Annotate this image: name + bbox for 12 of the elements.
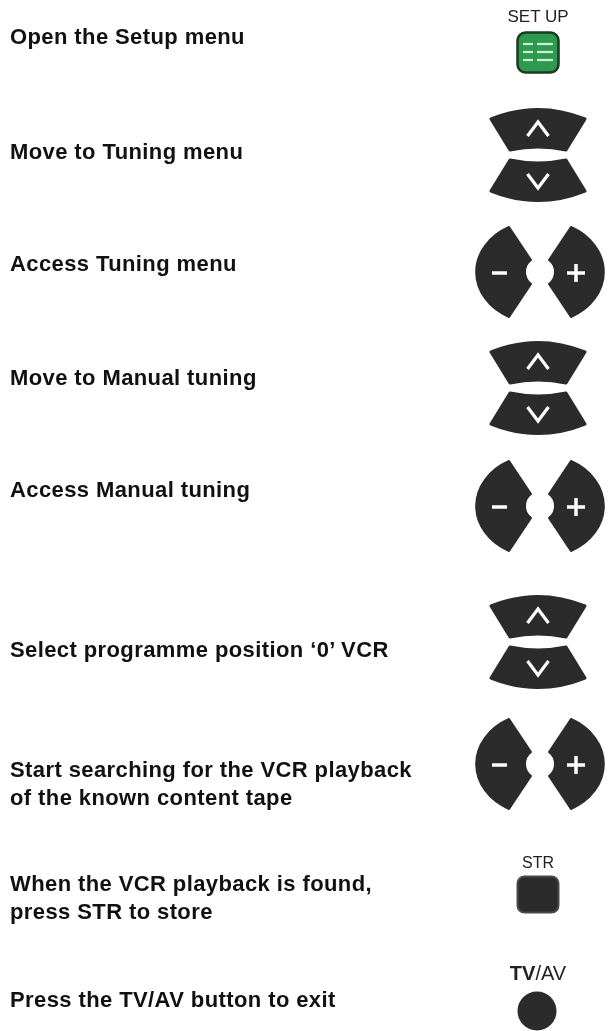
button-caption: STR bbox=[522, 854, 554, 872]
button-caption: TV/AV bbox=[509, 962, 567, 984]
instruction-text: Move to Tuning menu bbox=[10, 138, 244, 166]
instruction-text: Select programme position ‘0’ VCR bbox=[10, 636, 389, 664]
instruction-text: Access Manual tuning bbox=[10, 476, 251, 504]
instruction-text: When the VCR playback is found, press STR to store bbox=[10, 870, 373, 926]
instruction-text: Open the Setup menu bbox=[10, 23, 245, 51]
instruction-text: Start searching for the VCR playback of the known content tape bbox=[10, 756, 413, 812]
instruction-text: Press the TV/AV button to exit bbox=[10, 986, 336, 1014]
instruction-text: Move to Manual tuning bbox=[10, 364, 257, 392]
instruction-text: Access Tuning menu bbox=[10, 250, 237, 278]
button-caption: SET UP bbox=[507, 7, 569, 27]
